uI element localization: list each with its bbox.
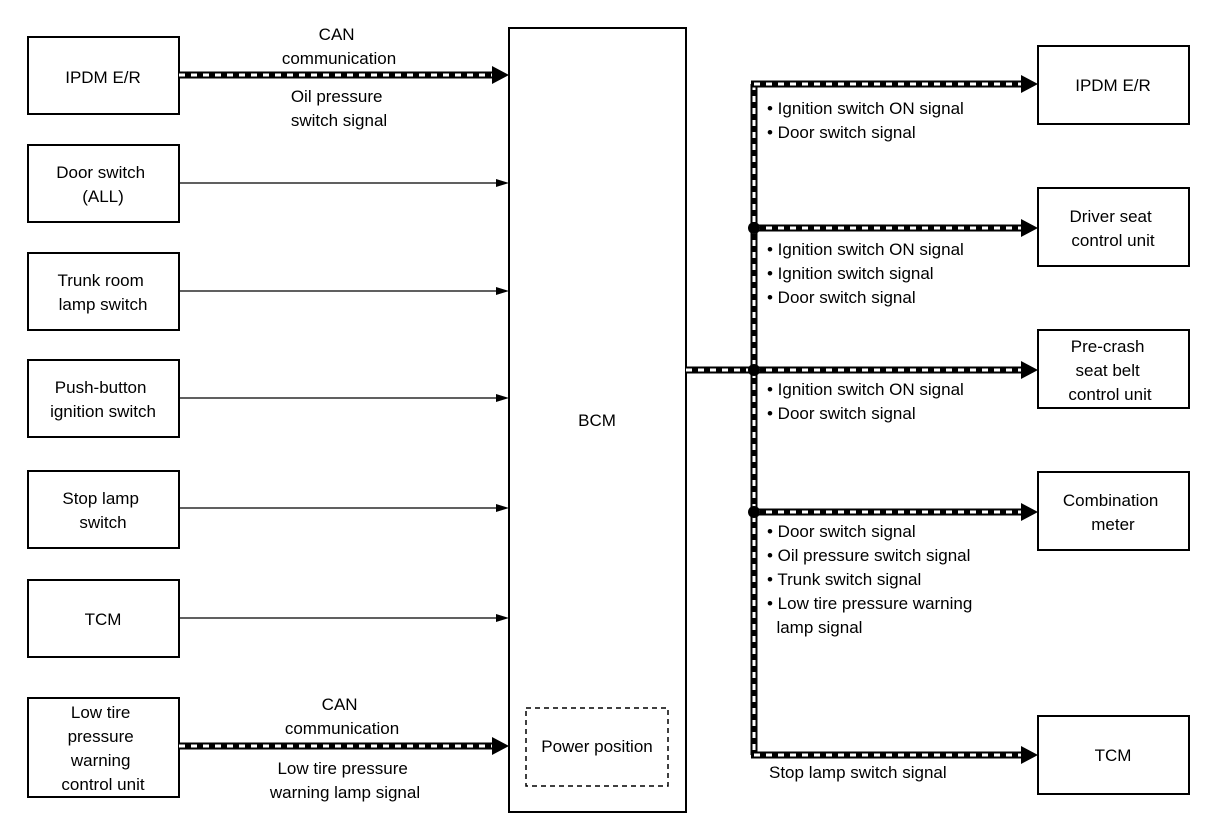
input-stop-lamp-switch: Stop lamp switch bbox=[27, 470, 180, 549]
svg-text:Driver seat control unit: Driver seat control unit bbox=[1070, 207, 1157, 250]
bcm-block: BCM Power position bbox=[508, 27, 687, 813]
power-position-label: Power position bbox=[541, 737, 653, 756]
signals-to-combination-meter: • Door switch signal • Oil pressure swit… bbox=[767, 522, 977, 637]
svg-text:TCM: TCM bbox=[85, 610, 122, 629]
low-tire-can-label: CAN communication bbox=[285, 695, 399, 738]
svg-text:Pre-crash seat belt: Pre-crash seat belt control unit bbox=[1068, 337, 1151, 404]
input-trunk-room-lamp-switch: Trunk room lamp switch bbox=[27, 252, 180, 331]
output-combination-meter: Combination meter bbox=[1037, 471, 1190, 551]
bcm-label: BCM bbox=[578, 411, 616, 430]
svg-text:IPDM E/R: IPDM E/R bbox=[65, 68, 141, 87]
signals-to-driver-seat: • Ignition switch ON signal • Ignition s… bbox=[767, 240, 969, 307]
output-ipdm-er: IPDM E/R bbox=[1037, 45, 1190, 125]
svg-text:Push-button ignition swi: Push-button ignition switch bbox=[50, 378, 156, 421]
low-tire-lamp-signal-label: Low tire pressure warning lamp signal bbox=[269, 759, 420, 802]
svg-text:Low tire pressure: Low tire pressure warning control unit bbox=[61, 703, 144, 794]
ipdm-can-label: CAN communication bbox=[282, 25, 396, 68]
input-tcm: TCM bbox=[27, 579, 180, 658]
output-driver-seat-control-unit: Driver seat control unit bbox=[1037, 187, 1190, 267]
svg-text:Door switch (ALL): Door switch (ALL) bbox=[56, 163, 150, 206]
wire-stop-lamp-to-bcm bbox=[179, 504, 509, 512]
svg-text:Stop lamp switch: Stop lamp switch bbox=[62, 489, 143, 532]
output-tcm: TCM bbox=[1037, 715, 1190, 795]
input-low-tire-pressure-warning-control-unit: Low tire pressure warning control unit bbox=[27, 697, 180, 798]
wire-door-switch-to-bcm bbox=[179, 179, 509, 187]
input-ipdm-er: IPDM E/R bbox=[27, 36, 180, 115]
ipdm-oil-pressure-label: Oil pressure switch signal bbox=[291, 87, 387, 130]
svg-text:Trunk room lamp switch: Trunk room lamp switch bbox=[57, 271, 148, 314]
signals-to-tcm: Stop lamp switch signal bbox=[769, 763, 947, 782]
can-line-low-tire-to-bcm bbox=[179, 737, 509, 755]
can-bus-output bbox=[686, 75, 1038, 764]
wire-push-button-to-bcm bbox=[179, 394, 509, 402]
input-push-button-ignition-switch: Push-button ignition switch bbox=[27, 359, 180, 438]
svg-text:IPDM E/R: IPDM E/R bbox=[1075, 76, 1151, 95]
svg-text:Combination meter: Combination meter bbox=[1063, 491, 1163, 534]
wire-tcm-to-bcm bbox=[179, 614, 509, 622]
power-position-box bbox=[525, 707, 669, 787]
input-door-switch: Door switch (ALL) bbox=[27, 144, 180, 223]
can-line-ipdm-to-bcm bbox=[179, 66, 509, 84]
svg-text:TCM: TCM bbox=[1095, 746, 1132, 765]
output-pre-crash-seat-belt-control-unit: Pre-crash seat belt control unit bbox=[1037, 329, 1190, 409]
signals-to-ipdm: • Ignition switch ON signal • Door switc… bbox=[767, 99, 969, 142]
signals-to-pre-crash: • Ignition switch ON signal • Door switc… bbox=[767, 380, 969, 423]
wire-trunk-to-bcm bbox=[179, 287, 509, 295]
